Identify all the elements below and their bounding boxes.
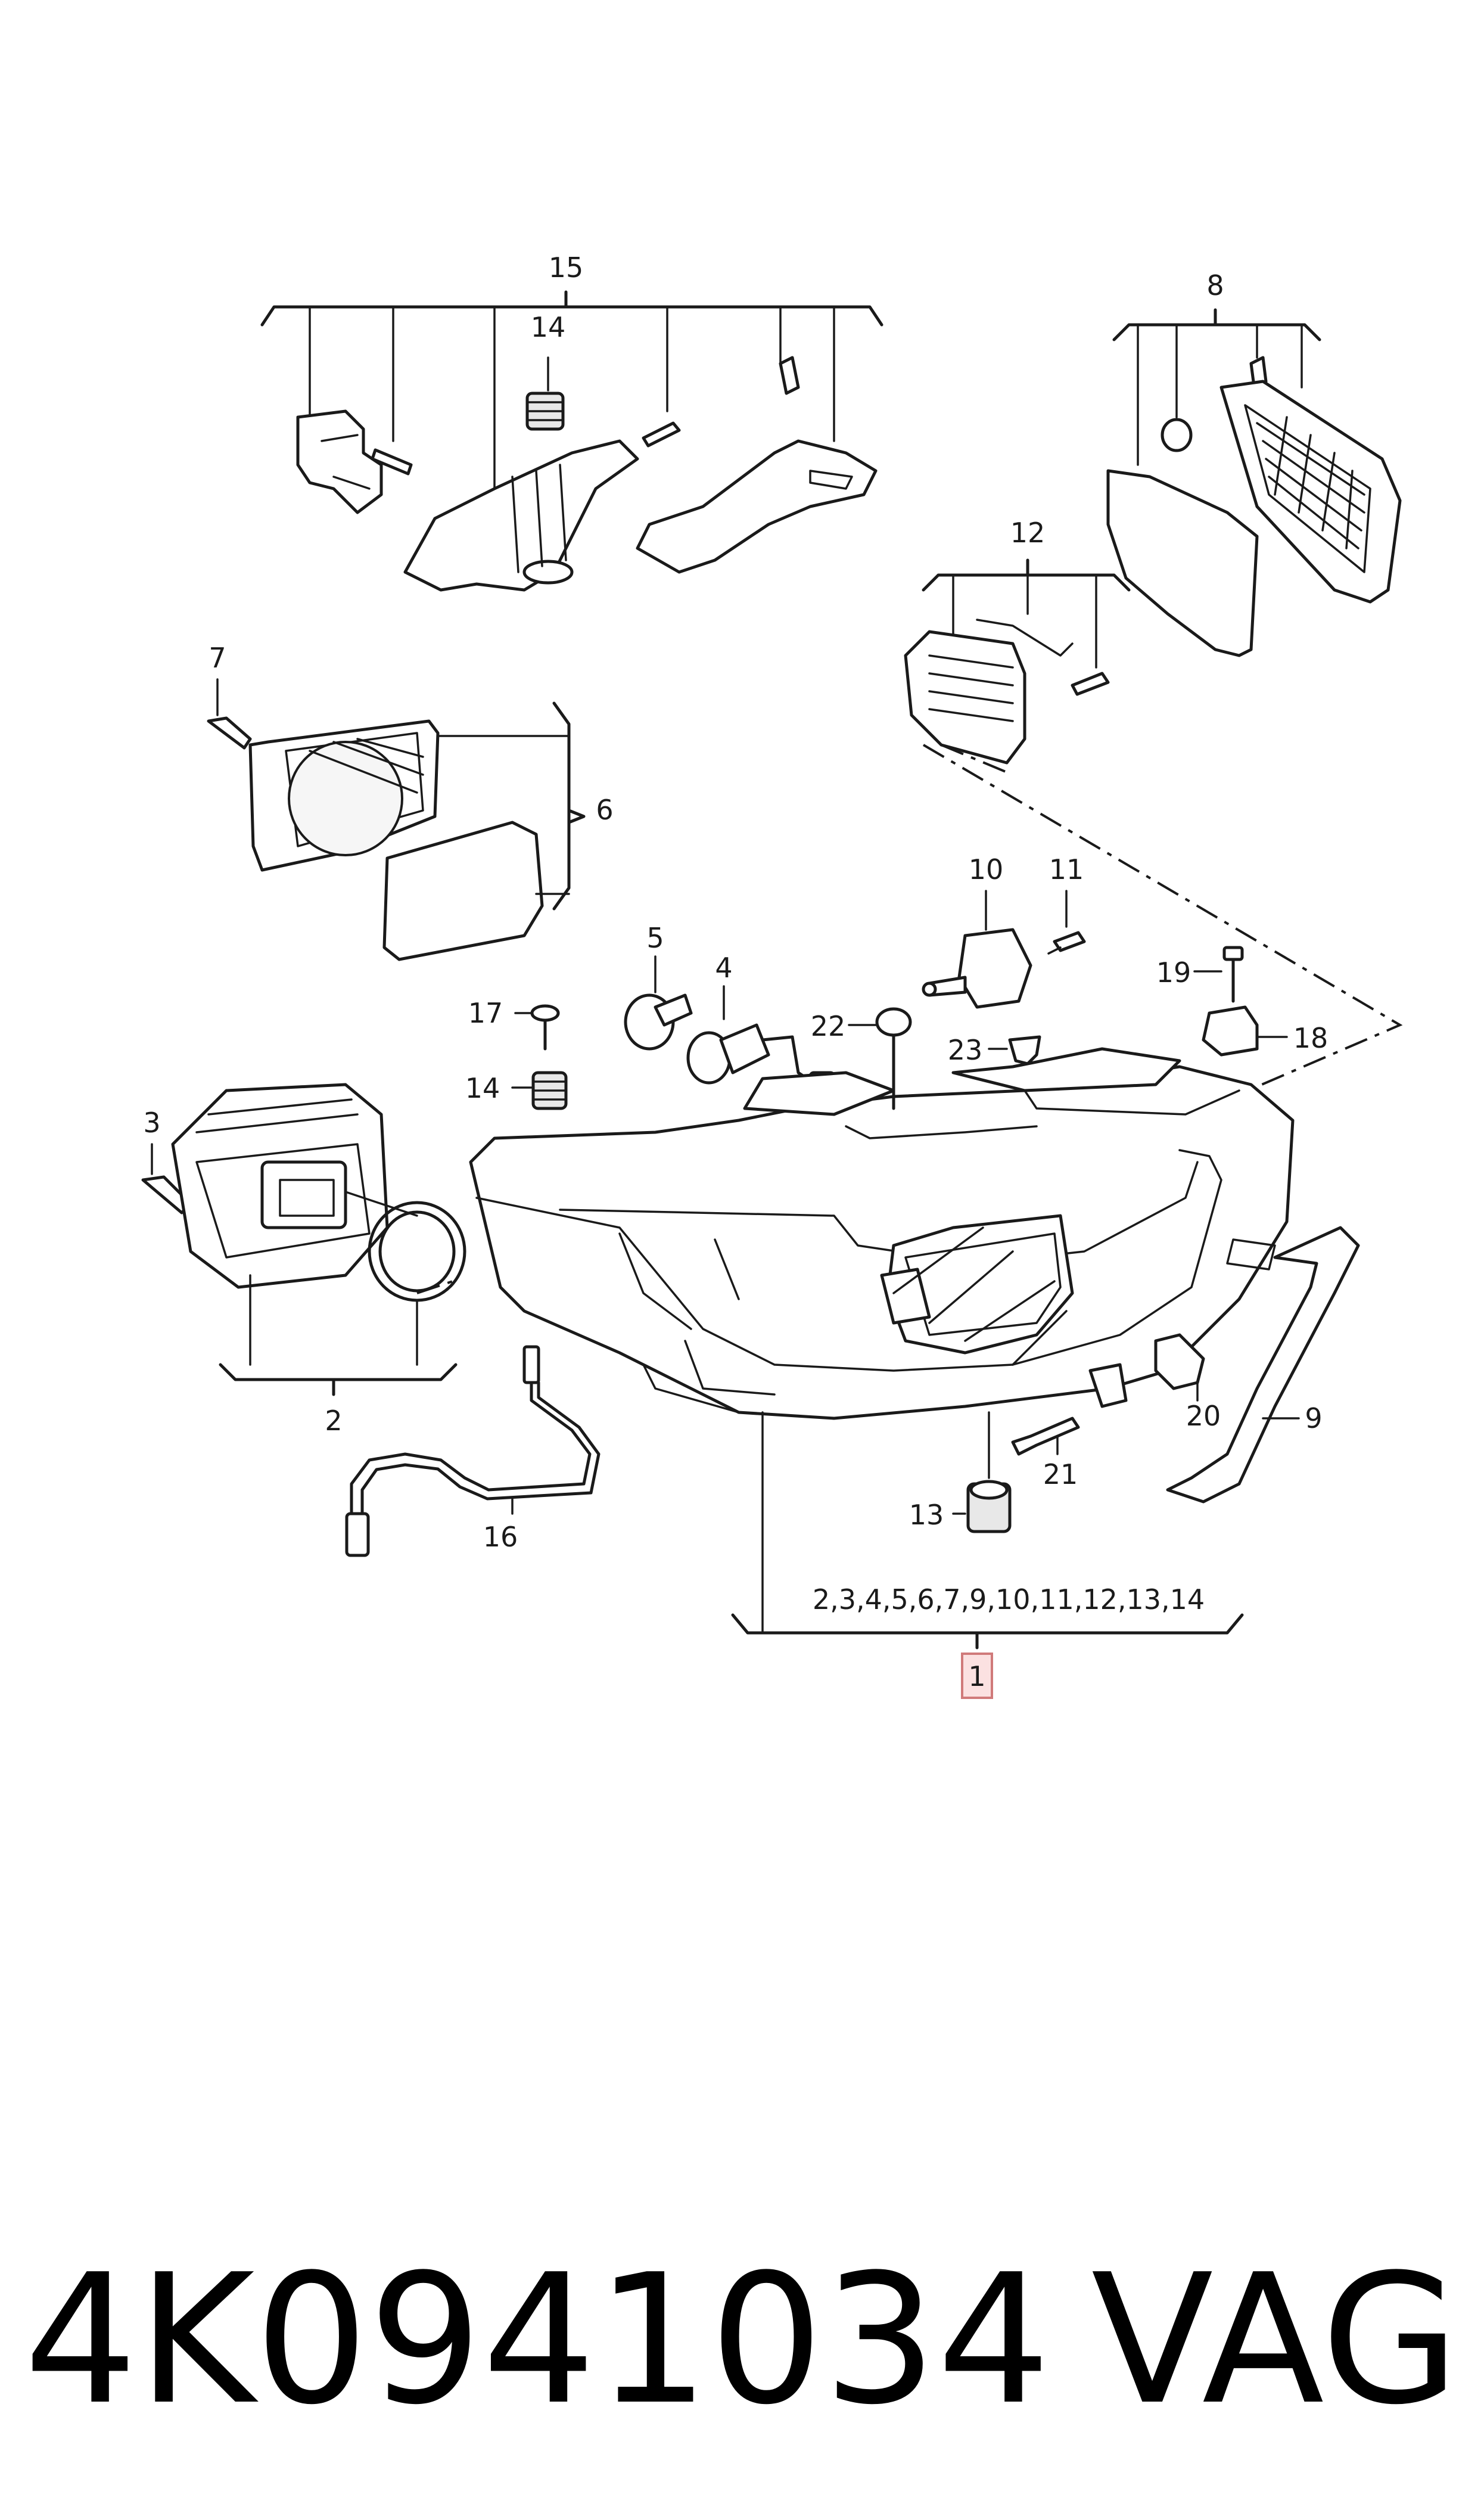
label-10: 10 (969, 853, 1004, 886)
label-group-1: 2,3,4,5,6,7,9,10,11,12,13,14 (813, 1583, 1205, 1616)
label-5: 5 (646, 922, 664, 954)
headlight-housing (469, 1047, 1295, 1420)
label-9: 9 (1305, 1402, 1322, 1434)
label-1[interactable]: 1 (968, 1660, 985, 1692)
label-3: 3 (143, 1107, 160, 1139)
label-16: 16 (483, 1521, 518, 1553)
label-22: 22 (811, 1010, 846, 1042)
nut-13 (952, 1411, 1012, 1533)
label-8: 8 (1206, 269, 1224, 302)
clip-20 (1154, 1333, 1205, 1402)
label-23: 23 (948, 1034, 983, 1066)
label-15: 15 (549, 251, 584, 284)
screw-21 (1011, 1417, 1080, 1456)
seal-ring-2 (368, 1201, 466, 1302)
bracket-set-15 (260, 290, 883, 592)
vent-cover-8 (1106, 308, 1402, 657)
part-number: 4K0941034 (24, 2236, 1051, 2444)
label-13: 13 (909, 1499, 944, 1531)
label-21: 21 (1043, 1458, 1078, 1490)
label-6: 6 (596, 794, 613, 826)
label-14-top: 14 (531, 311, 566, 343)
screw-19 (1193, 946, 1244, 1003)
screw-22 (848, 1007, 912, 1074)
group-bracket-2 (219, 1274, 458, 1396)
led-module-3 (141, 1083, 418, 1289)
bulb-5 (624, 955, 693, 1051)
adjust-motor-10 (922, 890, 1032, 1009)
screw-11 (1047, 890, 1086, 955)
label-18: 18 (1293, 1022, 1329, 1054)
clip-18 (1202, 1005, 1288, 1057)
label-11: 11 (1049, 853, 1084, 886)
trim-strip-9 (1166, 1226, 1360, 1504)
brand-name: VAG (1091, 2236, 1460, 2444)
nut-14 (511, 1071, 568, 1110)
projection-cover-6 (207, 678, 586, 961)
label-17: 17 (468, 997, 503, 1029)
screw-17 (514, 1004, 560, 1051)
label-2: 2 (325, 1405, 342, 1437)
highlight-box-1 (961, 1653, 993, 1699)
wiring-harness-16 (345, 1345, 601, 1557)
label-4: 4 (715, 952, 732, 984)
label-7: 7 (209, 642, 226, 674)
label-14-middle: 14 (465, 1072, 500, 1104)
control-unit-12 (904, 558, 1131, 765)
label-20: 20 (1186, 1400, 1221, 1432)
label-19: 19 (1156, 956, 1191, 989)
label-12: 12 (1010, 517, 1046, 549)
cap-23 (988, 1035, 1041, 1066)
group-bracket-1 (731, 1411, 1244, 1650)
